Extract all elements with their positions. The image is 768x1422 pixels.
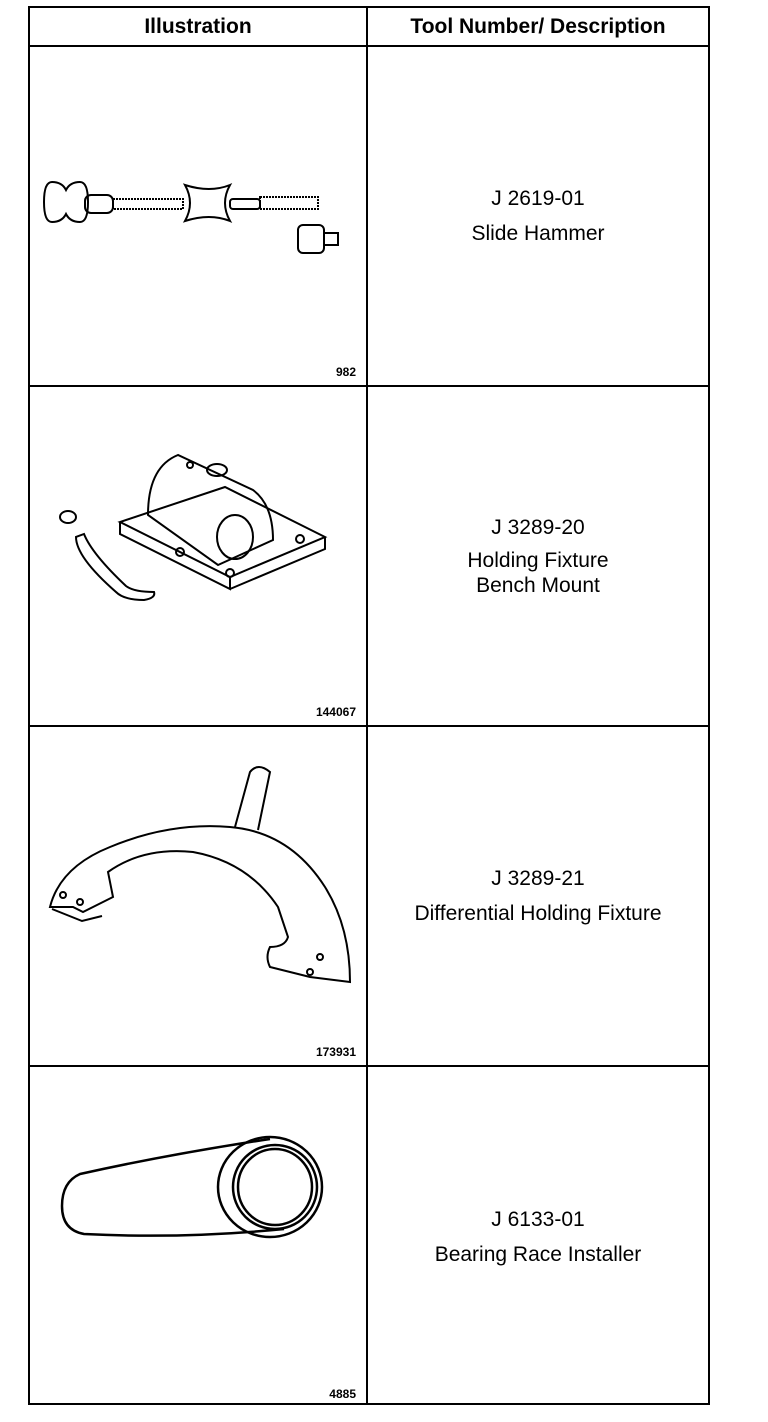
figure-number: 173931 bbox=[315, 1045, 356, 1059]
tool-name: Bearing Race Installer bbox=[434, 1243, 642, 1266]
header-description: Tool Number/ Description bbox=[368, 8, 708, 47]
column-divider bbox=[366, 8, 368, 1403]
tool-table: Illustration Tool Number/ Description 98… bbox=[28, 6, 710, 1405]
figure-number: 4885 bbox=[329, 1387, 356, 1401]
bearing-race-installer-icon bbox=[60, 1135, 324, 1239]
tool-name: Differential Holding Fixture bbox=[414, 902, 662, 925]
tool-number: J 6133-01 bbox=[491, 1208, 585, 1231]
tool-description: J 3289-20 Holding Fixture Bench Mount bbox=[368, 387, 708, 725]
table-row: 982 J 2619-01 Slide Hammer bbox=[30, 47, 708, 387]
figure-number: 144067 bbox=[315, 705, 356, 719]
table-row: 144067 J 3289-20 Holding Fixture Bench M… bbox=[30, 387, 708, 727]
differential-fixture-illustration: 173931 bbox=[30, 727, 366, 1065]
table-row: 173931 J 3289-21 Differential Holding Fi… bbox=[30, 727, 708, 1067]
differential-fixture-icon bbox=[48, 766, 352, 984]
holding-fixture-illustration: 144067 bbox=[30, 387, 366, 725]
bearing-race-installer-illustration: 4885 bbox=[30, 1067, 366, 1407]
tool-number: J 3289-21 bbox=[491, 867, 585, 890]
tool-number: J 3289-20 bbox=[491, 515, 585, 539]
slide-hammer-icon bbox=[42, 180, 339, 254]
tool-description: J 6133-01 Bearing Race Installer bbox=[368, 1067, 708, 1407]
tool-description: J 3289-21 Differential Holding Fixture bbox=[368, 727, 708, 1065]
figure-number: 982 bbox=[335, 365, 356, 379]
tool-name-line2: Bench Mount bbox=[476, 573, 600, 597]
tool-name: Holding Fixture bbox=[467, 548, 609, 572]
holding-fixture-icon bbox=[59, 453, 328, 602]
tool-number: J 2619-01 bbox=[491, 187, 585, 210]
tool-name: Slide Hammer bbox=[471, 222, 605, 245]
header-illustration: Illustration bbox=[30, 8, 366, 47]
tool-description: J 2619-01 Slide Hammer bbox=[368, 47, 708, 385]
table-row: 4885 J 6133-01 Bearing Race Installer bbox=[30, 1067, 708, 1407]
slide-hammer-illustration: 982 bbox=[30, 47, 366, 385]
